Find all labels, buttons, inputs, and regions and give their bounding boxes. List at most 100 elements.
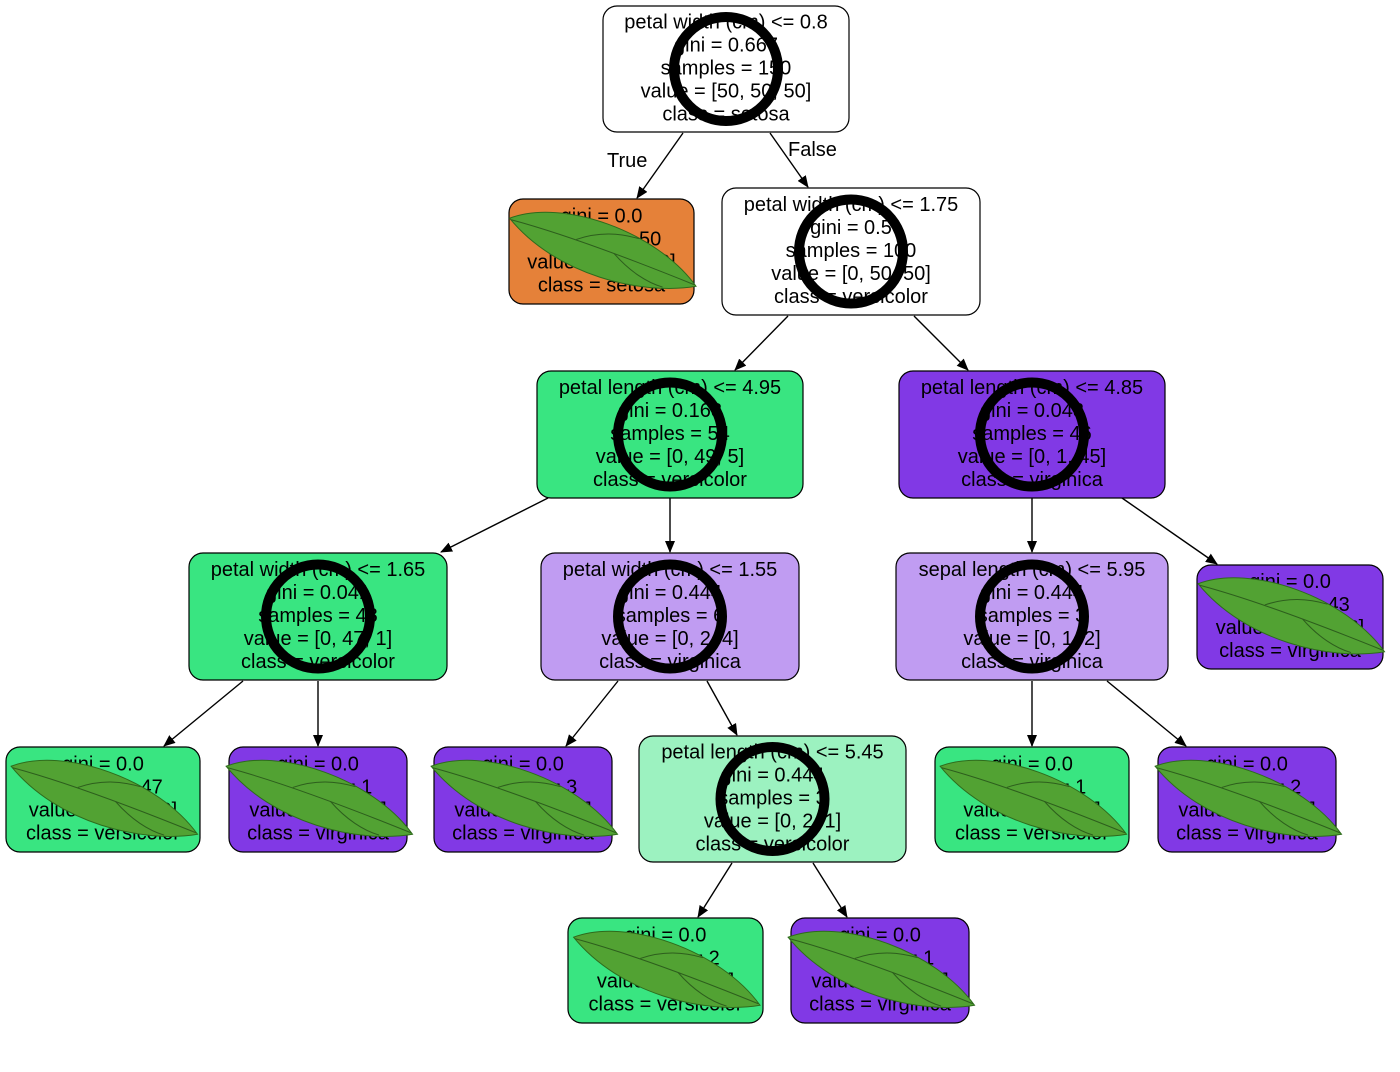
node-line: gini = 0.043 [980, 400, 1084, 422]
ring-marker-icon [261, 559, 375, 674]
node-line: value = [0, 49, 5] [596, 446, 744, 468]
node-box [536, 370, 804, 499]
node-line: petal width (cm) <= 1.55 [563, 559, 778, 581]
leaf-icon [430, 759, 619, 837]
edge-n6-n11 [565, 680, 619, 747]
leaf-side-veins [77, 781, 165, 836]
node-line: petal length (cm) <= 4.85 [921, 377, 1143, 399]
leaf-body [430, 759, 619, 837]
leaf-body [572, 930, 761, 1008]
node-line: value = [0, 1, 45] [958, 446, 1106, 468]
node-line: petal width (cm) <= 0.8 [624, 12, 827, 34]
edge-n12-n16 [812, 862, 848, 918]
edge-n2-n3 [734, 315, 789, 371]
node-line: gini = 0.5 [810, 217, 892, 239]
ring-marker-icon [613, 559, 727, 674]
leaf-icon [939, 759, 1128, 837]
node-line: samples = 150 [661, 58, 792, 80]
edge-n2-n4 [913, 315, 969, 371]
leaf-body [787, 930, 976, 1008]
node-line: gini = 0.444 [980, 582, 1084, 604]
node-line: gini = 0.444 [618, 582, 722, 604]
node-line: value = [0, 1, 2] [963, 628, 1100, 650]
leaf-side-veins [292, 781, 380, 836]
node-line: samples = 46 [972, 423, 1092, 445]
edge-label-false: False [788, 139, 837, 161]
leaf-body [225, 759, 414, 837]
node-box [540, 552, 800, 681]
edge-n6-n12 [706, 680, 738, 736]
ring-marker-icon [794, 194, 908, 309]
node-line: value = [0, 50, 50] [771, 263, 931, 285]
edge-n3-n5 [440, 497, 549, 553]
leaf-vein [12, 767, 197, 834]
node-line: samples = 48 [258, 605, 378, 627]
node-box [638, 735, 907, 863]
leaf-vein [227, 767, 412, 834]
node-line: samples = 3 [718, 788, 826, 810]
leaf-side-veins [497, 781, 585, 836]
node-box [721, 187, 981, 316]
leaf-side-veins [640, 952, 727, 1007]
leaf-side-veins [1006, 781, 1094, 836]
node-line: value = [0, 2, 1] [704, 811, 841, 833]
leaf-side-veins [576, 233, 663, 288]
leaf-icon [508, 211, 697, 289]
node-box [895, 552, 1169, 681]
edge-n0-n1 [636, 132, 684, 199]
leaf-body [939, 759, 1128, 837]
node-line: samples = 100 [786, 240, 917, 262]
node-line: petal width (cm) <= 1.65 [211, 559, 426, 581]
leaf-vein [575, 938, 759, 1005]
leaf-side-veins [854, 952, 942, 1007]
leaf-vein [1199, 584, 1384, 651]
leaf-icon [787, 930, 976, 1008]
leaf-vein [432, 767, 617, 834]
node-line: petal width (cm) <= 1.75 [744, 194, 959, 216]
node-box [898, 370, 1166, 499]
edge-label-true: True [607, 150, 647, 172]
node-line: value = [50, 50, 50] [641, 81, 812, 103]
leaf-icon [1197, 577, 1386, 655]
node-box [602, 5, 850, 133]
leaf-side-veins [1221, 781, 1309, 836]
leaf-vein [941, 767, 1126, 834]
leaf-side-veins [1264, 599, 1352, 654]
node-line: samples = 6 [616, 605, 724, 627]
leaf-icon [572, 930, 761, 1008]
leaf-vein [789, 938, 974, 1005]
edge-n0-n2 [769, 132, 809, 188]
leaf-vein [1156, 767, 1341, 834]
node-line: sepal length (cm) <= 5.95 [919, 559, 1146, 581]
leaf-body [508, 211, 697, 289]
leaf-vein [511, 219, 695, 286]
ring-marker-icon [975, 377, 1089, 492]
ring-marker-icon [975, 559, 1089, 674]
node-line: gini = 0.168 [618, 400, 722, 422]
node-line: gini = 0.444 [721, 765, 825, 787]
ring-marker-icon [613, 377, 727, 492]
node-line: gini = 0.667 [674, 35, 778, 57]
node-line: value = [0, 47, 1] [244, 628, 392, 650]
node-line: petal length (cm) <= 5.45 [661, 742, 883, 764]
node-line: petal length (cm) <= 4.95 [559, 377, 781, 399]
leaf-body [1154, 759, 1343, 837]
leaf-body [10, 759, 199, 837]
edge-n12-n15 [697, 862, 733, 918]
node-line: samples = 54 [610, 423, 730, 445]
ring-marker-icon [669, 12, 783, 126]
leaf-icon [10, 759, 199, 837]
node-line: samples = 3 [978, 605, 1086, 627]
leaf-body [1197, 577, 1386, 655]
edge-n7-n14 [1106, 680, 1187, 747]
